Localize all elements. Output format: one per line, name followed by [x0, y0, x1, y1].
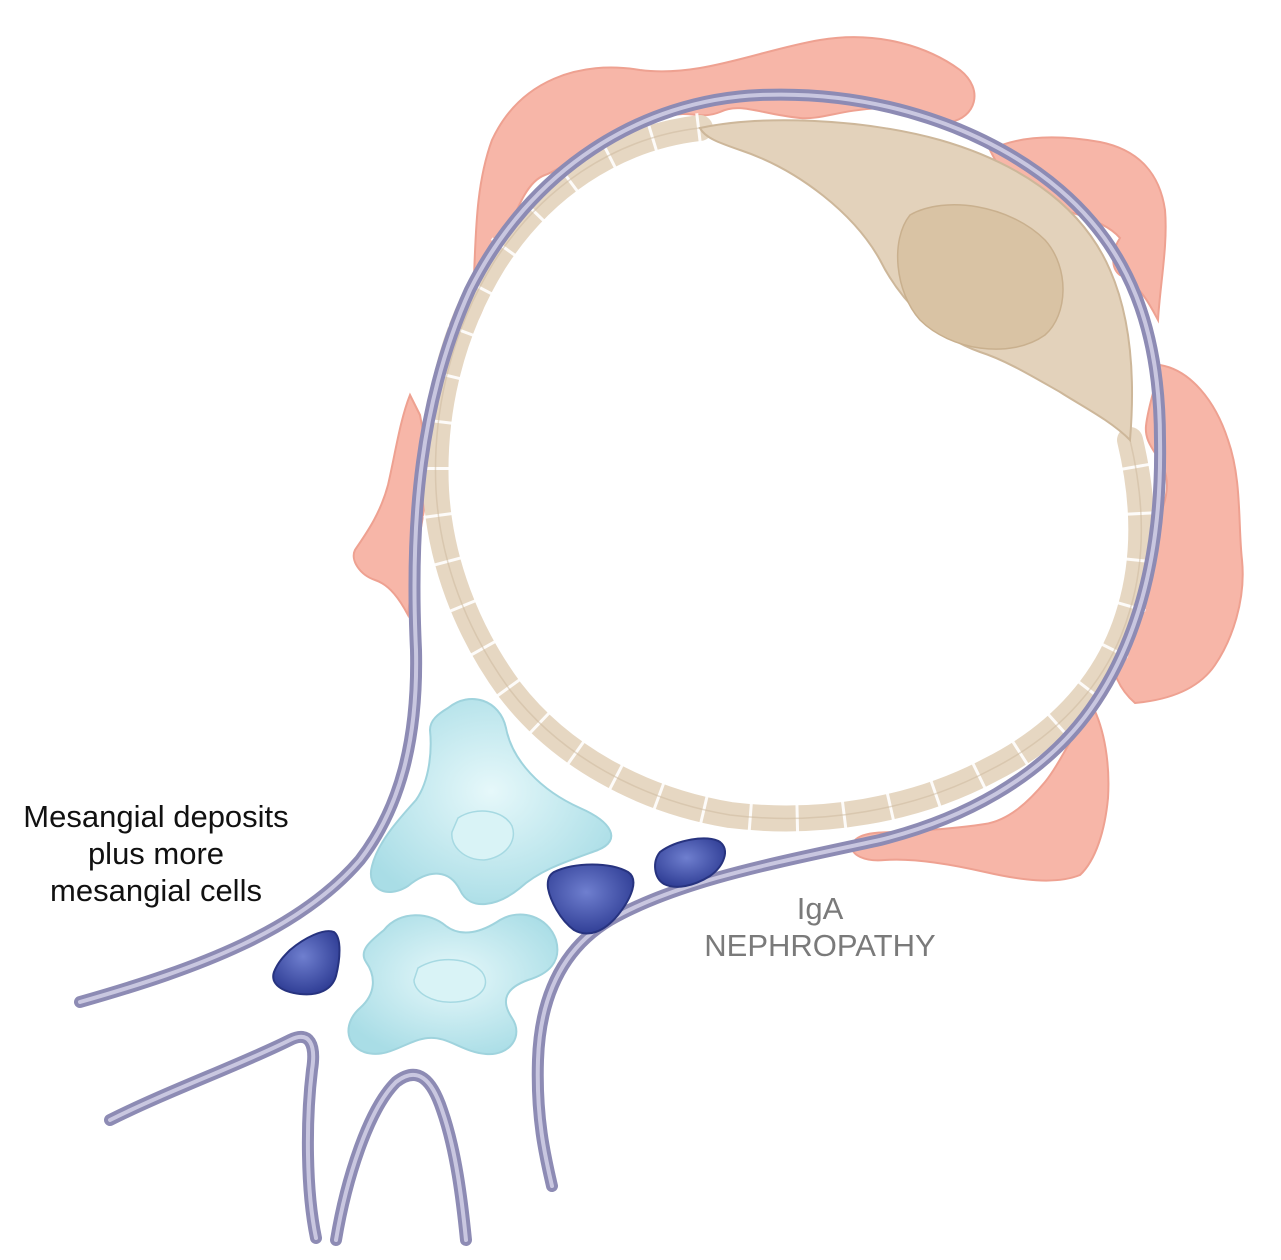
mesangial-cell-nucleus: [413, 958, 487, 1003]
endothelial-lining: [420, 113, 1157, 834]
iga-nephropathy-label: IgA NEPHROPATHY: [640, 890, 1000, 964]
endothelial-cell: [698, 119, 1134, 443]
endothelial-nucleus: [896, 204, 1064, 350]
mesangial-label-line: plus more: [87, 836, 225, 871]
iga-deposits: [272, 837, 726, 996]
iga-deposit: [654, 837, 726, 888]
iga-deposit: [546, 863, 635, 935]
disease-label-line: NEPHROPATHY: [704, 928, 936, 963]
mesangial-cell-nucleus: [451, 810, 515, 861]
mesangial-cell: [369, 698, 613, 905]
gbm-branch-left: [104, 1030, 322, 1244]
podocyte: [850, 702, 1110, 882]
mesangial-deposits-label: Mesangial deposits plus more mesangial c…: [0, 798, 312, 909]
mesangial-label-line: Mesangial deposits: [23, 799, 289, 834]
endothelial-outline: [434, 127, 1143, 820]
mesangial-label-line: mesangial cells: [50, 873, 262, 908]
disease-label-line: IgA: [796, 891, 844, 926]
mesangial-cells: [347, 698, 613, 1056]
basement-membrane: [74, 88, 1167, 1246]
iga-deposit: [272, 930, 341, 996]
